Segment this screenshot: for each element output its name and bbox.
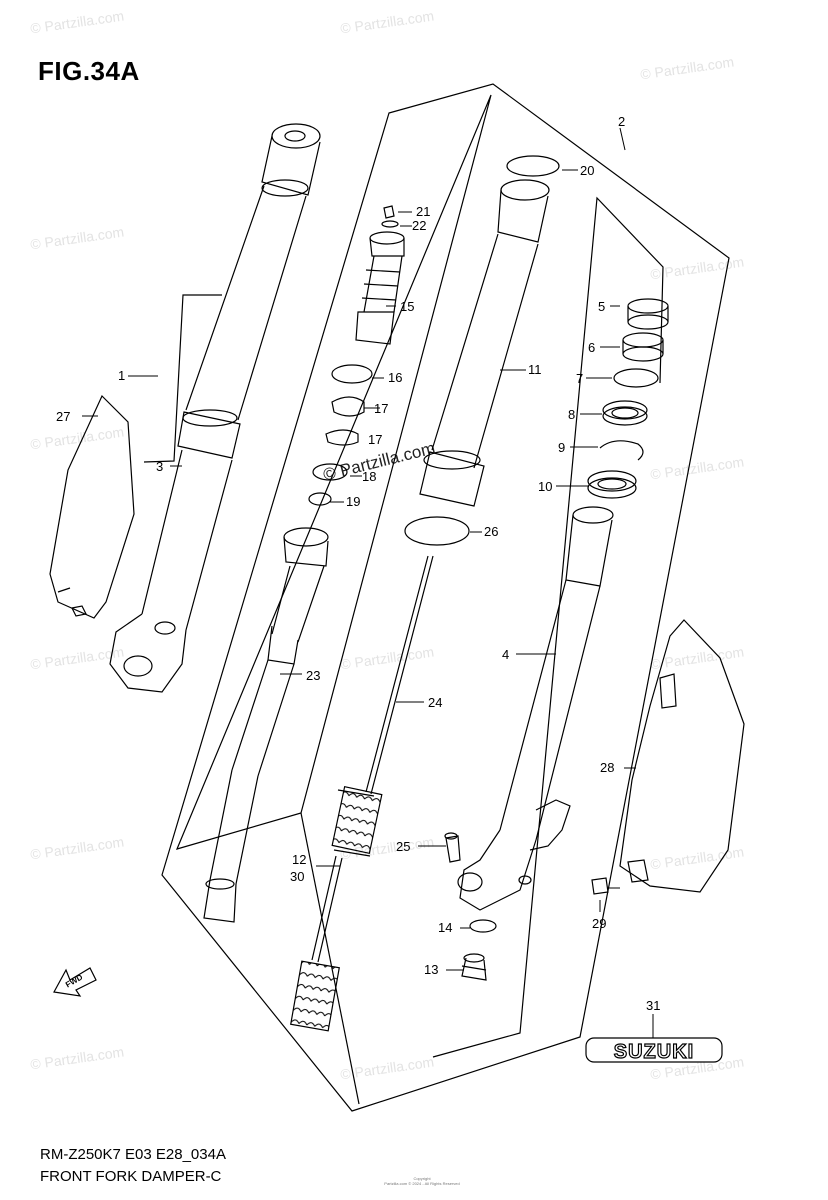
copyright-text: Partzilla.com © 2024 - All Rights Reserv…	[384, 1181, 460, 1186]
callout-24: 24	[428, 695, 442, 710]
callout-19: 19	[346, 494, 360, 509]
callout-7: 7	[576, 371, 583, 386]
callout-23: 23	[306, 668, 320, 683]
copyright-label: Copyright	[413, 1176, 431, 1181]
callout-17: 17	[374, 401, 388, 416]
copyright-note: Copyright Partzilla.com © 2024 - All Rig…	[352, 1176, 492, 1186]
part-8-oil-seal	[602, 400, 648, 426]
callout-20: 20	[580, 163, 594, 178]
part-5-bushing	[627, 298, 669, 330]
callout-11: 11	[528, 362, 542, 377]
cartridge-bracket	[143, 294, 222, 463]
part-19-ring	[308, 492, 332, 506]
callout-3: 3	[156, 459, 163, 474]
part-24-rod	[365, 555, 434, 795]
callout-10: 10	[538, 479, 552, 494]
part-17-bushing	[331, 396, 365, 417]
callout-22: 22	[412, 218, 426, 233]
frame-line	[300, 812, 360, 1105]
callout-2: 2	[618, 114, 625, 129]
callout-25: 25	[396, 839, 410, 854]
figure-title: FIG.34A	[38, 56, 140, 86]
inner-tube-bracket	[432, 196, 664, 1058]
callout-18: 18	[362, 469, 376, 484]
part-26-o-ring	[404, 516, 470, 546]
outer-assembly-frame	[161, 83, 730, 1112]
inner-cartridge-frame	[175, 94, 492, 850]
part-31-suzuki-emblem: SUZUKI	[614, 1041, 694, 1063]
callout-numbers: 2 20 21 22 15 16 17 17 18 19 1 27 3 11 2…	[56, 114, 660, 1013]
part-14-gasket	[469, 919, 497, 933]
callout-28: 28	[600, 760, 614, 775]
callout-5: 5	[598, 299, 605, 314]
fwd-arrow-icon	[53, 967, 97, 997]
part-21-bolt	[383, 205, 395, 219]
callout-14: 14	[438, 920, 452, 935]
part-15-damper-cylinder	[355, 231, 405, 345]
callout-31: 31	[646, 998, 660, 1013]
callout-29: 29	[592, 916, 606, 931]
part-16-ring	[331, 364, 373, 384]
part-20-o-ring	[506, 155, 560, 177]
part-28-fork-guard	[619, 619, 745, 893]
part-10-dust-seal	[587, 470, 637, 499]
callout-21: 21	[416, 204, 430, 219]
part-23-cylinder	[203, 527, 329, 923]
part-12-spring	[331, 785, 383, 855]
model-code: RM-Z250K7 E03 E28_034A	[40, 1146, 226, 1163]
part-13-plug	[461, 953, 487, 981]
part-18-ring	[312, 463, 348, 481]
callout-6: 6	[588, 340, 595, 355]
callout-15: 15	[400, 299, 414, 314]
callout-leader-lines	[82, 127, 654, 1038]
part-30-rod	[311, 855, 343, 963]
callout-17: 17	[368, 432, 382, 447]
callout-16: 16	[388, 370, 402, 385]
part-29-bolt	[591, 877, 609, 895]
part-11-outer-tube	[419, 179, 550, 507]
group-name: FRONT FORK DAMPER-C	[40, 1168, 222, 1185]
part-31-emblem-border	[585, 1037, 723, 1063]
part-9-stopper-ring	[599, 440, 644, 461]
part-4-outer-tube	[457, 506, 614, 911]
part-30-spring	[290, 960, 340, 1032]
callout-4: 4	[502, 647, 509, 662]
callout-9: 9	[558, 440, 565, 455]
callout-27: 27	[56, 409, 70, 424]
callout-1: 1	[118, 368, 125, 383]
callout-30: 30	[290, 869, 304, 884]
callout-8: 8	[568, 407, 575, 422]
part-27-fork-guard	[49, 394, 135, 619]
part-22-washer	[381, 220, 399, 228]
callout-26: 26	[484, 524, 498, 539]
part-25-bolt	[445, 835, 461, 863]
part-6-bushing	[622, 332, 664, 362]
part-7-washer	[613, 368, 659, 388]
callout-12: 12	[292, 852, 306, 867]
part-17-bushing	[325, 429, 359, 446]
part-1-inner-tube	[109, 123, 321, 693]
callout-13: 13	[424, 962, 438, 977]
